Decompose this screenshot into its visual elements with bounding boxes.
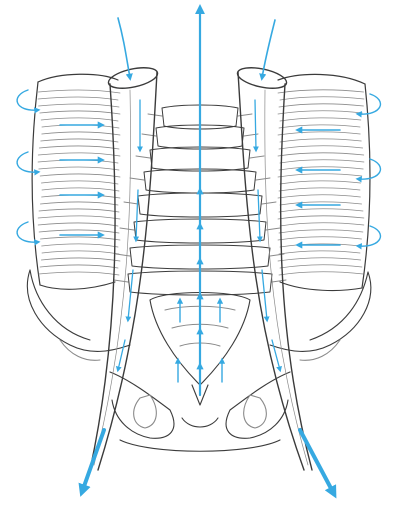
wall-band <box>280 265 362 268</box>
curved-wrap-arrow <box>358 226 380 246</box>
wall-band <box>38 153 120 156</box>
wall-band <box>279 230 363 233</box>
right-psoas-muscle <box>236 64 312 470</box>
wall-band <box>42 244 118 247</box>
wall-band <box>280 181 361 184</box>
wall-band <box>278 153 364 156</box>
wall-band <box>40 202 118 205</box>
wall-band <box>42 132 120 135</box>
wall-band <box>40 237 120 240</box>
wall-band <box>279 251 360 254</box>
wall-band <box>278 111 362 114</box>
psoas-entry-arrow <box>118 18 130 78</box>
psoas-downward-arrow <box>300 430 334 494</box>
wall-band <box>42 188 119 191</box>
right-abdominal-wall <box>278 74 370 290</box>
wall-band <box>42 251 119 254</box>
wall-band <box>39 146 119 149</box>
psoas-entry-arrow <box>262 20 275 78</box>
curved-wrap-arrow <box>358 94 380 114</box>
wall-band <box>40 265 118 268</box>
wall-band <box>279 146 363 149</box>
wall-band <box>278 132 360 135</box>
wall-band <box>41 181 118 184</box>
wall-band <box>280 139 361 142</box>
wall-band <box>278 237 362 240</box>
wall-band <box>279 272 363 275</box>
wall-band <box>39 272 119 275</box>
wall-band <box>280 160 364 163</box>
curved-wrap-arrow <box>17 152 38 172</box>
wall-band <box>38 216 120 219</box>
transverse-process <box>250 156 264 158</box>
wall-band <box>38 223 118 226</box>
wall-band <box>278 216 364 219</box>
transverse-process <box>262 202 276 204</box>
psoas-downward-arrow <box>258 190 260 240</box>
wall-band <box>279 125 360 128</box>
wall-band <box>40 174 120 177</box>
wall-band <box>41 258 120 261</box>
wall-band <box>38 90 120 93</box>
psoas-downward-arrow <box>136 190 138 240</box>
wall-band <box>41 139 118 142</box>
wall-band <box>279 104 363 107</box>
psoas-downward-arrow <box>262 270 267 320</box>
wall-band <box>279 188 360 191</box>
wall-band <box>39 230 119 233</box>
left-abdominal-wall <box>32 74 120 289</box>
psoas-downward-arrow <box>255 100 256 150</box>
wall-band <box>39 167 119 170</box>
transverse-process <box>130 178 144 180</box>
wall-band <box>278 174 362 177</box>
wall-band <box>278 195 360 198</box>
wall-band <box>279 209 363 212</box>
wall-band <box>41 118 118 121</box>
transverse-process <box>272 280 286 282</box>
wall-band <box>278 90 364 93</box>
transverse-process <box>120 228 134 230</box>
transverse-process <box>114 280 128 282</box>
transverse-process <box>256 178 270 180</box>
transverse-process <box>136 156 150 158</box>
wall-band <box>280 97 364 100</box>
wall-band <box>39 104 119 107</box>
psoas-downward-arrow <box>118 340 125 370</box>
transverse-process <box>124 202 138 204</box>
wall-band <box>278 258 361 261</box>
wall-band <box>280 118 361 121</box>
wall-band <box>280 223 364 226</box>
wall-band <box>40 111 120 114</box>
wall-band <box>39 209 119 212</box>
transverse-process <box>116 254 130 256</box>
wall-band <box>38 97 118 100</box>
